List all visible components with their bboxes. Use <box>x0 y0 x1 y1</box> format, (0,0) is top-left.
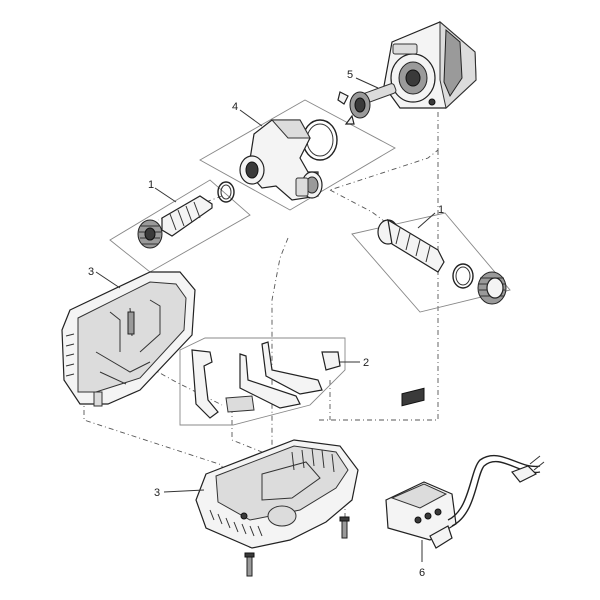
group-frames <box>109 99 511 426</box>
callout-6: 6 <box>419 567 425 579</box>
callout-2: 2 <box>363 357 369 369</box>
outlet-adapter-right <box>377 218 507 305</box>
callout-4: 4 <box>232 101 238 113</box>
callout-1-left: 1 <box>148 179 154 191</box>
callout-3-bottom: 3 <box>154 487 160 499</box>
pump-housing <box>239 119 338 201</box>
motor-block <box>383 20 477 109</box>
leader-lines <box>95 77 436 562</box>
group-frame-inlet-left <box>109 179 251 273</box>
group-frame-brackets <box>179 337 346 426</box>
screw-bottom <box>246 555 253 577</box>
group-frame-inlet-right <box>351 212 511 313</box>
controller-unit <box>385 387 545 549</box>
callout-3-top: 3 <box>88 266 94 278</box>
callout-1-right: 1 <box>438 204 444 216</box>
group-frame-pump-housing <box>199 99 396 211</box>
screw-right <box>341 519 348 539</box>
housing-base <box>195 439 359 549</box>
callout-labels: 1 1 2 3 3 4 5 6 <box>88 69 444 579</box>
housing-cover-upper <box>61 271 196 407</box>
screws <box>244 516 350 577</box>
inlet-adapter-left <box>137 181 235 249</box>
callout-5: 5 <box>347 69 353 81</box>
rotor-impeller <box>337 83 397 125</box>
mounting-brackets <box>191 341 341 419</box>
